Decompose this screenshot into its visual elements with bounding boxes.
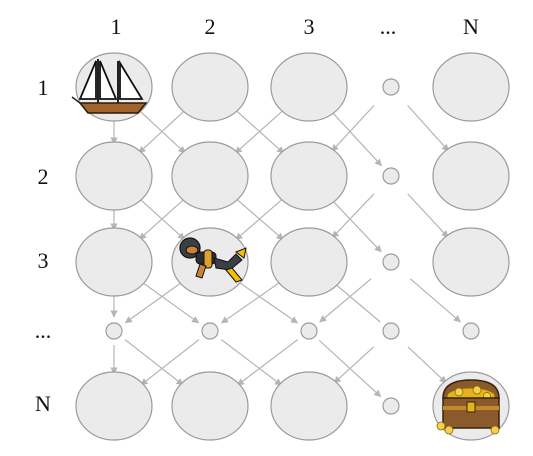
grid-edge-14 bbox=[138, 198, 186, 240]
row-header-2: 2 bbox=[38, 164, 49, 189]
column-header-ellipsis: ... bbox=[380, 14, 397, 39]
grid-edge-31 bbox=[236, 339, 299, 386]
grid-edge-19 bbox=[237, 281, 299, 324]
grid-edge-4 bbox=[331, 111, 382, 167]
grid-cell-r5-c3 bbox=[270, 371, 348, 441]
grid-cell-r4-c2 bbox=[201, 322, 219, 340]
row-header-3: 3 bbox=[38, 248, 49, 273]
grid-cell-r5-c4 bbox=[382, 397, 400, 415]
grid-edge-27 bbox=[220, 339, 283, 386]
grid-cell-r3-c4 bbox=[382, 253, 400, 271]
grid-cell-r2-c4 bbox=[382, 167, 400, 185]
grid-cell-r3-c1 bbox=[75, 227, 153, 297]
grid-cell-r3-c5 bbox=[432, 227, 510, 297]
scuba-diver-icon bbox=[179, 237, 247, 283]
grid-cell-r4-c1 bbox=[105, 322, 123, 340]
grid-edge-7 bbox=[234, 109, 285, 154]
grid-edge-8 bbox=[331, 104, 375, 152]
grid-edge-24 bbox=[319, 278, 372, 323]
grid-cell-r2-c3 bbox=[270, 141, 348, 211]
column-header-1: 1 bbox=[111, 14, 122, 39]
grid-cell-r1-c2 bbox=[171, 52, 249, 122]
grid-edge-16 bbox=[331, 193, 375, 239]
grid-edges bbox=[110, 104, 461, 398]
grid-cell-r4-c5 bbox=[462, 322, 480, 340]
grid-edge-23 bbox=[220, 281, 282, 324]
grid-cell-r2-c5 bbox=[432, 141, 510, 211]
grid-cell-r4-c4 bbox=[382, 322, 400, 340]
grid-cell-r4-c3 bbox=[300, 322, 318, 340]
grid-edge-20 bbox=[334, 283, 381, 323]
grid-cell-r2-c1 bbox=[75, 141, 153, 211]
column-header-n: N bbox=[463, 14, 479, 39]
grid-nodes bbox=[75, 52, 510, 441]
grid-edge-22 bbox=[124, 281, 183, 324]
grid-labels: 1 2 3 ... N 1 2 3 ... N bbox=[35, 14, 479, 416]
grid-edge-5 bbox=[407, 104, 449, 152]
grid-cell-r5-c2 bbox=[171, 371, 249, 441]
grid-cell-r1-c4 bbox=[382, 78, 400, 96]
grid-cell-r3-c3 bbox=[270, 227, 348, 297]
grid-edge-13 bbox=[407, 193, 449, 238]
grid-edge-32 bbox=[333, 346, 375, 384]
grid-cell-r5-c1 bbox=[75, 371, 153, 441]
grid-edge-26 bbox=[124, 339, 184, 386]
sailboat-icon bbox=[71, 59, 148, 114]
grid-edge-6 bbox=[138, 109, 186, 154]
grid-edge-12 bbox=[331, 199, 382, 253]
grid-cell-r1-c3 bbox=[270, 52, 348, 122]
grid-edge-21 bbox=[410, 278, 461, 323]
grid-edge-30 bbox=[140, 339, 200, 386]
column-header-2: 2 bbox=[205, 14, 216, 39]
row-header-ellipsis: ... bbox=[35, 318, 52, 343]
grid-edge-18 bbox=[141, 281, 200, 324]
grid-edge-15 bbox=[235, 197, 284, 241]
grid-cell-r1-c5 bbox=[432, 52, 510, 122]
row-header-n: N bbox=[35, 391, 51, 416]
treasure-chest-icon bbox=[436, 379, 500, 435]
grid-edge-29 bbox=[407, 346, 447, 384]
column-header-3: 3 bbox=[304, 14, 315, 39]
row-header-1: 1 bbox=[38, 75, 49, 100]
grid-cell-r2-c2 bbox=[171, 141, 249, 211]
